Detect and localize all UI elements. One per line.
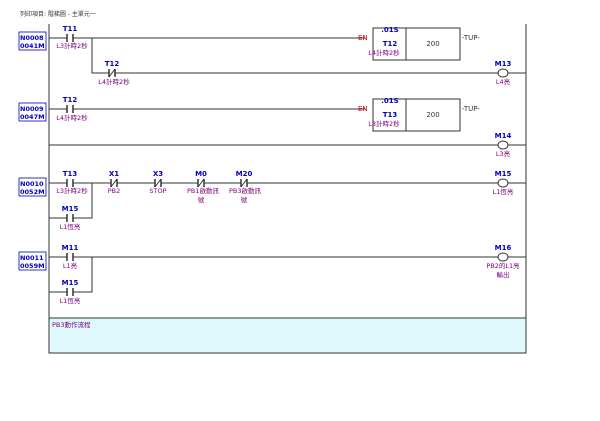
rung-n0011[interactable]: N0011 0059M M11 L1亮 M15 L1恆亮 M16 PB2的L1亮… xyxy=(18,244,526,305)
svg-text:PB3動作流程: PB3動作流程 xyxy=(52,320,91,329)
svg-text:EN: EN xyxy=(358,105,368,113)
rung-number: N0008 xyxy=(20,34,44,42)
timer-t12: .01S T12 L4計時2秒 200 -TUP- xyxy=(368,26,480,61)
svg-text:輸出: 輸出 xyxy=(497,270,510,279)
svg-text:N0009: N0009 xyxy=(20,105,44,113)
coil-m14 xyxy=(497,140,509,150)
svg-text:-TUP-: -TUP- xyxy=(462,105,480,113)
coil-m13 xyxy=(497,68,509,78)
svg-text:L3計時2秒: L3計時2秒 xyxy=(56,41,88,50)
svg-text:L1恆亮: L1恆亮 xyxy=(60,296,81,305)
svg-text:T13: T13 xyxy=(63,170,78,178)
svg-text:T13: T13 xyxy=(383,111,398,119)
svg-text:L3計時2秒: L3計時2秒 xyxy=(56,186,88,195)
svg-text:X1: X1 xyxy=(109,170,119,178)
svg-text:0059M: 0059M xyxy=(20,262,45,270)
svg-text:號: 號 xyxy=(198,195,205,204)
rung-n0009[interactable]: N0009 0047M T12 L4計時2秒 EN .01S T13 L3計時2… xyxy=(18,96,526,158)
comment-block xyxy=(48,317,527,354)
rung-n0010[interactable]: N0010 0052M T13 L3計時2秒 X1 PB2 X3 STOP M0… xyxy=(18,170,526,231)
svg-text:PB2: PB2 xyxy=(108,187,121,195)
svg-text:M11: M11 xyxy=(62,244,79,252)
svg-text:M16: M16 xyxy=(495,244,512,252)
svg-text:M20: M20 xyxy=(236,170,253,178)
contact-t12-nc: T12 xyxy=(105,60,120,68)
svg-text:PB2的L1亮: PB2的L1亮 xyxy=(486,261,520,270)
svg-text:M15: M15 xyxy=(62,205,79,213)
svg-text:PB3啟動訊: PB3啟動訊 xyxy=(229,186,262,195)
rung-n0008[interactable]: N0008 0041M T11 L3計時2秒 T12 L4計時2秒 EN .01… xyxy=(18,25,526,86)
svg-text:L1亮: L1亮 xyxy=(63,261,78,270)
svg-text:L3亮: L3亮 xyxy=(496,149,511,158)
svg-text:L4計時2秒: L4計時2秒 xyxy=(98,77,130,86)
svg-text:.01S: .01S xyxy=(381,26,398,34)
svg-text:PB1啟動訊: PB1啟動訊 xyxy=(187,186,220,195)
svg-text:L1恆亮: L1恆亮 xyxy=(493,187,514,196)
svg-text:0052M: 0052M xyxy=(20,188,45,196)
svg-text:N0010: N0010 xyxy=(20,180,44,188)
print-header: 列印項目: 階梯圖 - 主單元一 xyxy=(20,10,96,18)
svg-text:M0: M0 xyxy=(195,170,207,178)
timer-t13: .01S T13 L3計時2秒 200 -TUP- xyxy=(368,97,480,132)
svg-text:L3計時2秒: L3計時2秒 xyxy=(368,119,400,128)
svg-text:N0011: N0011 xyxy=(20,254,44,262)
svg-text:M15: M15 xyxy=(495,170,512,178)
svg-text:200: 200 xyxy=(426,40,439,48)
coil-m15 xyxy=(497,178,509,188)
svg-text:M15: M15 xyxy=(62,279,79,287)
svg-text:T12: T12 xyxy=(383,40,398,48)
coil-m16 xyxy=(497,252,509,262)
svg-text:.01S: .01S xyxy=(381,97,398,105)
svg-text:L4計時2秒: L4計時2秒 xyxy=(56,113,88,122)
svg-text:M13: M13 xyxy=(495,60,512,68)
svg-text:200: 200 xyxy=(426,111,439,119)
svg-text:STOP: STOP xyxy=(149,187,166,195)
svg-text:號: 號 xyxy=(241,195,248,204)
svg-text:X3: X3 xyxy=(153,170,163,178)
contact-t12: T12 xyxy=(63,96,78,104)
svg-text:L4亮: L4亮 xyxy=(496,77,511,86)
svg-text:-TUP-: -TUP- xyxy=(462,34,480,42)
svg-text:M14: M14 xyxy=(495,132,512,140)
rung-address: 0041M xyxy=(20,42,45,50)
svg-text:EN: EN xyxy=(358,34,368,42)
svg-text:0047M: 0047M xyxy=(20,113,45,121)
svg-text:L4計時2秒: L4計時2秒 xyxy=(368,48,400,57)
svg-text:L1恆亮: L1恆亮 xyxy=(60,222,81,231)
contact-t11: T11 xyxy=(63,25,78,33)
